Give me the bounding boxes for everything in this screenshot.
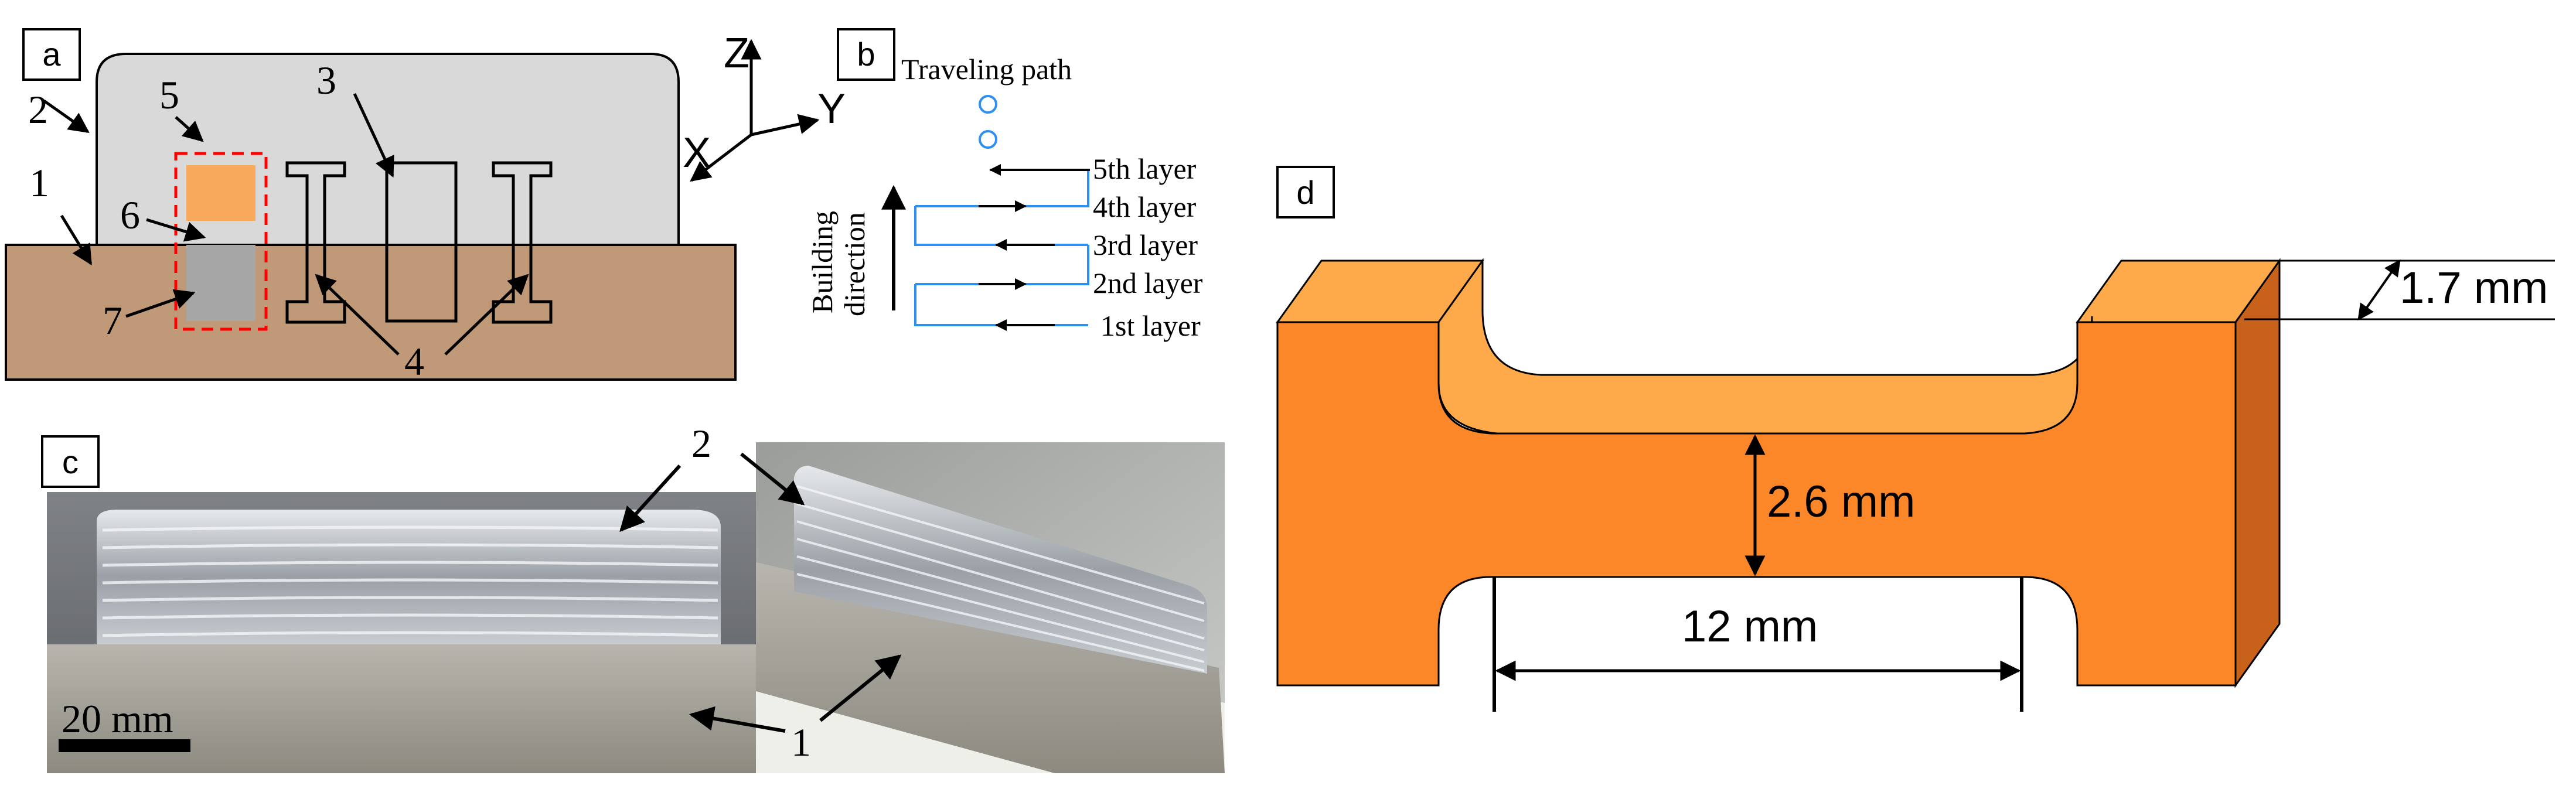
arrow-1-a <box>43 99 90 134</box>
region-6 <box>186 165 255 221</box>
scale-bar-label: 20 mm <box>62 696 173 741</box>
panel-b-label-box <box>837 28 895 81</box>
panel-c-label: c <box>62 443 79 480</box>
panel-c-label-box <box>41 435 100 488</box>
panel-d-label-box <box>1276 166 1335 218</box>
label-c-2: 2 <box>691 421 711 466</box>
specimen-left <box>285 161 346 324</box>
axis-x <box>690 134 752 182</box>
label-c-1: 1 <box>791 720 811 764</box>
label-4: 4 <box>404 339 424 384</box>
arrow-7 <box>125 289 196 318</box>
panel-a-label-box <box>22 28 81 81</box>
panel-a: a 2 1 5 6 7 3 4 Z Y X <box>5 28 846 384</box>
thickness-arrow <box>2357 259 2401 321</box>
arrow-c-1b <box>819 654 902 722</box>
label-1: 1 <box>29 161 49 205</box>
label-5: 5 <box>159 73 179 117</box>
layer-label-4: 4th layer <box>1093 190 1197 223</box>
path-dot-2 <box>979 130 997 149</box>
panel-d-label: d <box>1296 174 1314 211</box>
specimen-right <box>492 161 553 324</box>
specimen-rect <box>385 161 458 323</box>
path-layer-2 <box>915 245 1089 285</box>
path-layer-3 <box>914 206 1088 246</box>
panel-b: b Traveling path 5th layer 4th layer 3rd… <box>806 28 1203 342</box>
dashed-sample-box <box>174 152 268 331</box>
arrow-c-2a <box>619 464 682 532</box>
building-direction-label-2: direction <box>838 212 871 316</box>
arrow-1-a2 <box>60 214 93 265</box>
photo-right-plate <box>756 562 1225 773</box>
axis-y <box>751 114 820 136</box>
label-3: 3 <box>316 58 336 103</box>
arrow-4-right <box>444 274 529 356</box>
panel-a-label: a <box>42 36 61 73</box>
arrow-3 <box>353 93 394 178</box>
label-7: 7 <box>103 298 122 343</box>
path-layer-4 <box>915 170 1089 207</box>
panel-b-label: b <box>857 36 875 73</box>
path-dot-1 <box>979 95 997 114</box>
label-2: 2 <box>28 87 48 132</box>
arrow-c-2b <box>740 452 805 506</box>
arrow-c-1a <box>689 706 786 733</box>
specimen-side-face <box>2234 258 2281 688</box>
panel-d: d 1.7 mm 2.6 mm 12 mm <box>1276 166 2555 712</box>
layer-label-2: 2nd layer <box>1093 267 1203 299</box>
photo-left-wall <box>97 510 721 644</box>
traveling-path-label: Traveling path <box>901 53 1072 86</box>
arrow-5 <box>175 116 204 142</box>
layer-label-5: 5th layer <box>1093 152 1197 185</box>
layer-label-1: 1st layer <box>1100 309 1201 342</box>
axis-y-label: Y <box>817 86 846 132</box>
substrate-block <box>5 244 737 381</box>
building-direction-label-1: Building <box>806 211 839 313</box>
photo-right-ridges <box>796 485 1205 672</box>
specimen-gauge-top <box>1437 258 2093 435</box>
thickness-label: 1.7 mm <box>2400 263 2548 313</box>
gauge-length-label: 12 mm <box>1682 602 1818 651</box>
label-6: 6 <box>120 193 140 237</box>
path-layer-1 <box>914 284 1088 326</box>
region-7 <box>186 245 255 321</box>
layer-label-3: 3rd layer <box>1093 228 1198 261</box>
axis-z-label: Z <box>724 30 749 77</box>
arrow-6 <box>146 218 206 242</box>
axis-x-label: X <box>683 129 711 176</box>
scale-bar <box>59 739 190 752</box>
width-label: 2.6 mm <box>1767 477 1915 527</box>
arrow-4-left <box>315 274 400 356</box>
panel-c: c 20 mm 2 1 <box>41 421 1225 773</box>
